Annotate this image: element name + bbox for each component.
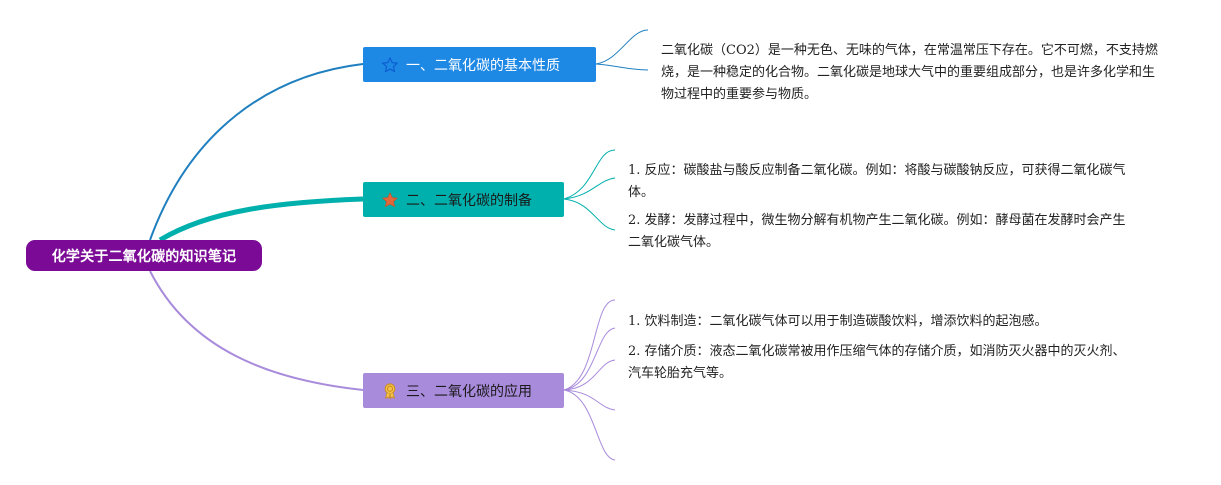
detail-preparation-fermentation: 2. 发酵：发酵过程中，微生物分解有机物产生二氧化碳。例如：酵母菌在发酵时会产生… (628, 213, 1126, 250)
root-node[interactable]: 化学关于二氧化碳的知识笔记 (26, 240, 262, 271)
link-branch-3-leaf-2 (563, 327, 616, 391)
award-badge-icon (381, 382, 399, 400)
link-root-branch-2 (158, 196, 364, 243)
detail-preparation-reaction: 1. 反应：碳酸盐与酸反应制备二氧化碳。例如：将酸与碳酸钠反应，可获得二氧化碳气… (628, 163, 1126, 200)
link-branch-3-leaf-3 (563, 359, 616, 391)
branch-label: 二、二氧化碳的制备 (406, 192, 532, 209)
root-label: 化学关于二氧化碳的知识笔记 (51, 248, 237, 265)
link-branch-3-leaf-1 (563, 299, 616, 391)
detail-application-beverage: 1. 饮料制造：二氧化碳气体可以用于制造碳酸饮料，增添饮料的起泡感。 (628, 314, 1048, 329)
branch-label: 一、二氧化碳的基本性质 (406, 57, 560, 74)
detail-application-storage: 2. 存储介质：液态二氧化碳常被用作压缩气体的存储介质，如消防灭火器中的灭火剂、… (628, 344, 1126, 381)
branch-node-properties[interactable]: 一、二氧化碳的基本性质 (363, 47, 596, 82)
link-branch-2-leaf-low (563, 198, 616, 231)
star-filled-icon (381, 191, 399, 209)
link-root-branch-3 (149, 270, 364, 391)
branch-node-applications[interactable]: 三、二氧化碳的应用 (363, 373, 564, 408)
link-branch-1-detail (595, 29, 649, 65)
link-branch-3-leaf-4 (563, 389, 616, 411)
branch-label: 三、二氧化碳的应用 (406, 383, 532, 400)
link-branch-1-detail-lower (595, 63, 649, 71)
branch-node-preparation[interactable]: 二、二氧化碳的制备 (363, 182, 564, 217)
detail-properties: 二氧化碳（CO2）是一种无色、无味的气体，在常温常压下存在。它不可燃，不支持燃烧… (661, 43, 1158, 102)
link-root-branch-1 (149, 63, 364, 241)
link-branch-2-leaf-top (563, 149, 616, 200)
link-branch-2-leaf-mid (563, 177, 616, 200)
star-outline-icon (381, 56, 399, 74)
link-branch-3-leaf-5 (563, 389, 616, 461)
